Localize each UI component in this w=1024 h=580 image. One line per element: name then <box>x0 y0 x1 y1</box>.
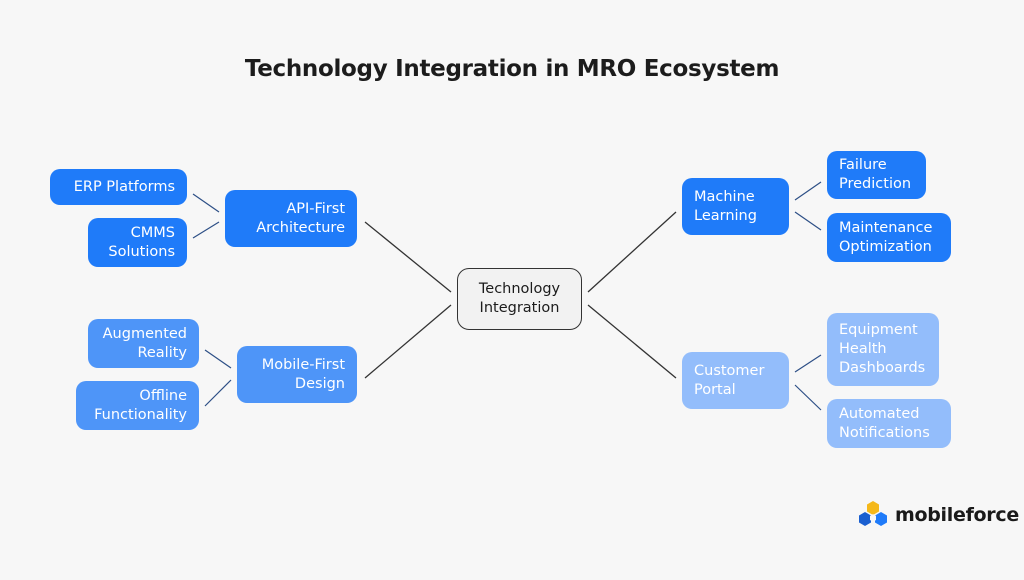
node-text: API-First <box>286 200 345 217</box>
node-text: Dashboards <box>839 360 926 376</box>
node-customer-portal: Customer Portal <box>682 352 789 409</box>
node-text: Learning <box>694 207 757 224</box>
connector-cmms <box>192 221 220 239</box>
connector-erp <box>192 193 220 213</box>
connector-equip <box>794 354 822 373</box>
node-text: ERP Platforms <box>73 178 175 195</box>
node-text: Portal <box>694 381 736 398</box>
diagram-title: Technology Integration in MRO Ecosystem <box>244 56 780 82</box>
node-offline-functionality: Offline Functionality <box>76 381 199 430</box>
node-failure-prediction: Failure Prediction <box>827 151 926 199</box>
node-text: CMMS <box>130 224 175 241</box>
connector-failure <box>794 181 822 201</box>
node-text: Functionality <box>94 406 187 423</box>
connector-center-api <box>364 221 452 293</box>
node-text: Architecture <box>256 219 345 236</box>
node-maintenance-optimization: Maintenance Optimization <box>827 213 951 262</box>
node-text: Reality <box>137 344 187 361</box>
node-equipment-health-dashboards: Equipment Health Dashboards <box>827 313 939 386</box>
node-text: Design <box>294 375 345 392</box>
node-text: Augmented <box>102 325 187 342</box>
logo-hexagon-icon <box>859 501 887 526</box>
center-node: Technology Integration <box>457 268 582 330</box>
connector-center-portal <box>587 304 677 379</box>
node-text: Maintenance <box>839 219 933 236</box>
node-text: Solutions <box>108 243 175 260</box>
node-erp-platforms: ERP Platforms <box>50 169 187 205</box>
node-text: Equipment <box>839 322 918 338</box>
node-text: Prediction <box>839 176 912 192</box>
node-api-first: API-First Architecture <box>225 190 357 247</box>
node-text: Mobile-First <box>261 356 345 373</box>
center-line: Integration <box>479 300 560 316</box>
connector-center-mobile <box>364 304 452 379</box>
connector-center-ml <box>587 211 677 293</box>
node-augmented-reality: Augmented Reality <box>88 319 199 368</box>
node-cmms-solutions: CMMS Solutions <box>88 218 187 267</box>
node-text: Notifications <box>839 424 930 441</box>
node-mobile-first: Mobile-First Design <box>237 346 357 403</box>
node-text: Machine <box>694 188 755 205</box>
node-text: Failure <box>839 157 887 173</box>
node-machine-learning: Machine Learning <box>682 178 789 235</box>
node-text: Optimization <box>839 238 932 255</box>
connector-maint <box>794 211 822 231</box>
connector-ar <box>204 349 232 369</box>
logo-text: mobileforce <box>895 504 1019 526</box>
connector-offline <box>204 379 232 407</box>
connector-notif <box>794 384 822 411</box>
mobileforce-logo: mobileforce <box>857 500 1019 530</box>
node-text: Offline <box>139 387 187 404</box>
center-line: Technology <box>478 281 561 297</box>
node-text: Health <box>839 341 887 357</box>
node-automated-notifications: Automated Notifications <box>827 399 951 448</box>
node-text: Automated <box>839 405 920 422</box>
node-text: Customer <box>694 362 765 379</box>
